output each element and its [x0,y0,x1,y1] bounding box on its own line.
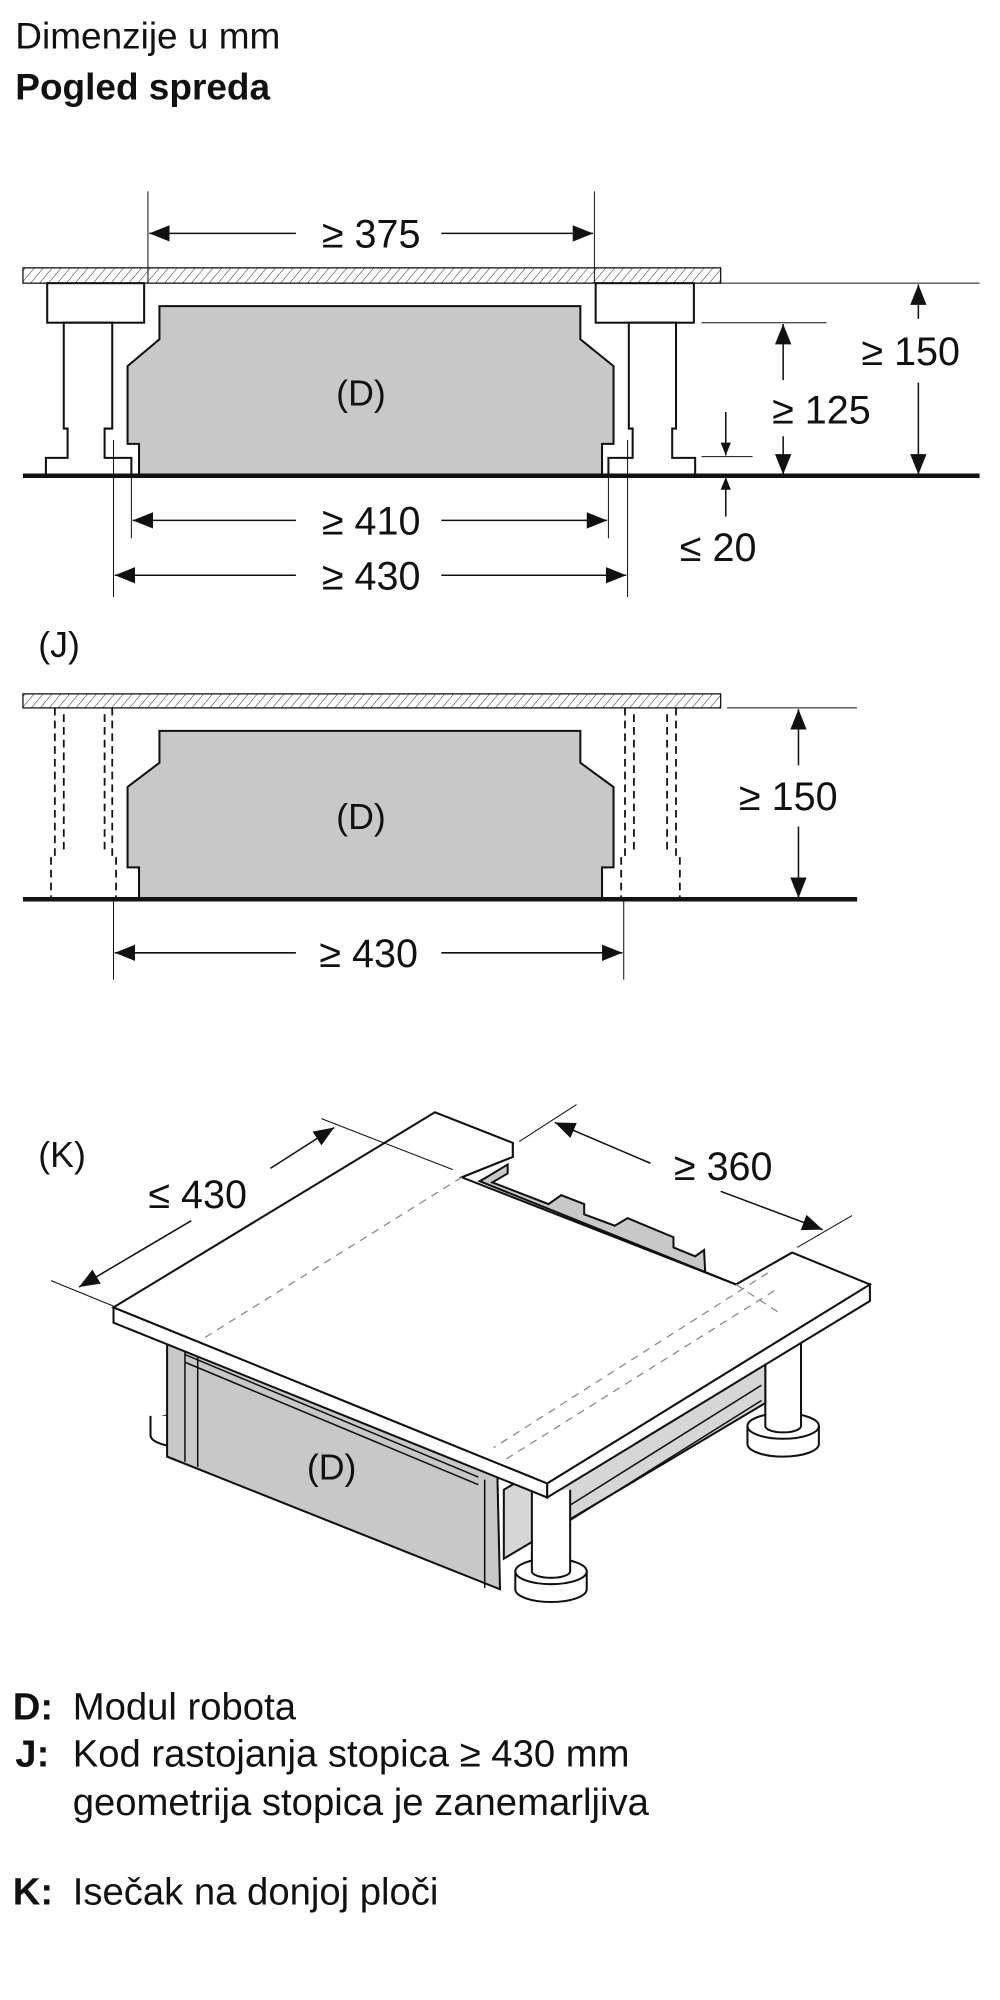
view-j-label: (J) [38,625,80,665]
countertop-with-cutout [111,1111,873,1500]
module-label: (D) [336,374,386,414]
view-k-label: (K) [38,1135,86,1175]
legend-key-j: J: [15,1733,49,1776]
front-view: (D) ≥ 375 ≥ 150 ≥ 125 ≤ 20 ≥ 410 ≥ 430 [22,191,980,598]
arrow [554,1121,651,1164]
dim-410: ≥ 410 [322,499,421,543]
dim-150: ≥ 150 [739,775,838,819]
countertop-hatched [22,693,722,709]
dim-430: ≤ 430 [148,1173,247,1217]
arrow [269,1126,335,1170]
dim-430: ≥ 430 [319,932,418,976]
legend-text-d: Modul robota [73,1685,297,1728]
right-foot [594,282,697,476]
dim-125: ≥ 125 [772,388,871,432]
left-foot-dashed [50,707,117,900]
dim-430: ≥ 430 [322,554,421,598]
view-title: Pogled spreda [15,66,270,107]
right-foot-dashed [620,707,681,900]
legend-text-j: Kod rastojanja stopica ≥ 430 mm [73,1733,630,1776]
front-leg [514,1489,588,1604]
legend: D: Modul robota J: Kod rastojanja stopic… [13,1685,650,1913]
dim-375: ≥ 375 [322,212,421,256]
left-foot [44,282,146,476]
legend-key-d: D: [13,1685,53,1728]
module-label: (D) [307,1448,357,1488]
view-k: (K) (D) [38,1104,873,1604]
view-j: (J) (D) ≥ 150 ≥ 430 [22,625,858,980]
module-label: (D) [336,797,386,837]
legend-text-j-line2: geometrija stopica je zanemarljiva [73,1781,650,1824]
dim-20: ≤ 20 [680,526,757,570]
legend-text-k: Isečak na donjoj ploči [73,1870,439,1913]
arrow [720,1190,823,1231]
dim-150: ≥ 150 [861,330,960,374]
countertop-hatched [22,267,722,284]
page-title: Dimenzije u mm [15,15,280,56]
legend-key-k: K: [13,1870,53,1913]
arrow [78,1220,192,1288]
dim-360: ≥ 360 [674,1145,773,1189]
